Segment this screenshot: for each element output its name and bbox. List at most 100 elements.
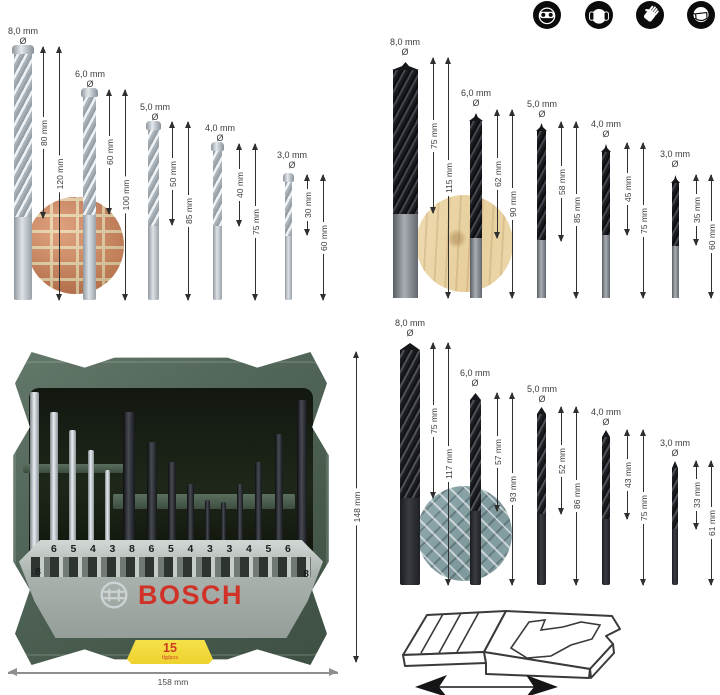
metal-5mm-total-dimension: 86 mm [572,406,582,586]
case-bit [168,462,176,564]
case-bit [221,502,226,564]
metal-8mm-total-dimension: 117 mm [444,342,454,586]
case-bit [237,484,243,564]
slot-number: 6 [51,543,57,555]
case-bit [255,462,262,564]
ear-protection-icon [585,1,613,29]
wood-5mm-flute-dimension: 58 mm [557,121,567,242]
wood-drill-bit-5mm [536,123,547,298]
case-bit [123,412,135,564]
diameter-symbol: Ø [19,36,27,46]
case-bit [69,430,76,564]
masonry-drill-bit-5mm [146,121,161,300]
slot-number: 6 [148,543,155,555]
bosch-wordmark: BOSCH [137,580,243,610]
diameter-symbol: Ø [671,159,679,169]
diameter-symbol: Ø [288,160,296,170]
metal-drill-bit-6mm [470,393,481,585]
masonry-3mm-total-dimension: 60 mm [319,174,329,301]
diameter-symbol: Ø [671,448,679,458]
diameter-symbol: Ø [602,417,610,427]
case-bit [205,500,210,564]
diameter-symbol: Ø [472,98,480,108]
metal-4mm-flute-dimension: 43 mm [623,429,633,520]
wood-drill-bit-6mm [469,113,483,298]
brand-row: BOSCH [19,580,323,610]
masonry-5mm-flute-dimension: 50 mm [168,121,178,226]
slot-number-row: 6 5 4 3 8 6 5 4 3 3 4 5 6 [51,543,291,555]
metal-material-inset [417,486,512,581]
respiratory-protection-icon [687,1,715,29]
metal-6mm-total-dimension: 93 mm [508,392,518,586]
diameter-symbol: Ø [602,129,610,139]
diameter-symbol: Ø [538,109,546,119]
metal-3mm-total-dimension: 61 mm [707,460,717,586]
metal-6mm-flute-dimension: 57 mm [493,392,503,512]
wood-8mm-flute-dimension: 75 mm [429,57,439,214]
slot-number: 5 [168,543,174,555]
slot-number: 4 [246,543,252,555]
slot-number: 4 [90,543,96,555]
wood-6mm-flute-dimension: 62 mm [493,109,503,239]
metal-8mm-flute-dimension: 75 mm [429,342,439,499]
case-width-dimension: 158 mm [8,668,338,687]
wood-drill-bit-3mm [671,175,680,298]
case-bit [297,400,307,564]
diameter-symbol: Ø [86,79,94,89]
bosch-case-photo: 6 5 4 3 8 6 5 4 3 3 4 5 6 8 8 BOSCH [13,352,329,665]
slot-number: 3 [109,543,116,555]
metal-drill-bit-8mm [400,343,420,585]
slot-number: 3 [226,543,233,555]
masonry-8mm-flute-dimension: 80 mm [39,46,49,219]
case-bit-holder: 6 5 4 3 8 6 5 4 3 3 4 5 6 8 8 BOSCH [19,540,323,638]
metal-4mm-total-dimension: 75 mm [639,429,649,586]
hand-protection-icon [636,1,664,29]
slot-number-right: 8 [303,568,309,580]
metal-drill-bit-5mm [537,407,546,585]
masonry-drill-bit-8mm [12,45,34,300]
slot-number: 8 [129,543,135,555]
case-bit [147,442,157,564]
piece-count: 15 [163,641,177,655]
case-bit [30,392,39,564]
wood-drill-bit-8mm [392,62,419,298]
masonry-4mm-flute-dimension: 40 mm [235,143,245,227]
masonry-5mm-total-dimension: 85 mm [184,121,194,301]
bit-slot-strip [31,557,311,577]
masonry-drill-bit-6mm [81,88,98,300]
metal-5mm-flute-dimension: 52 mm [557,406,567,515]
wood-3mm-flute-dimension: 35 mm [692,174,702,246]
slot-number: 6 [285,543,291,555]
wood-4mm-total-dimension: 75 mm [639,142,649,299]
case-bit [105,470,110,564]
piece-count-tag: 15 tlg/pcs [127,640,213,664]
case-bit [50,412,58,564]
masonry-8mm-total-dimension: 120 mm [55,46,65,301]
bosch-logo-icon [100,581,128,609]
slot-number: 4 [187,543,194,555]
diameter-symbol: Ø [216,133,224,143]
case-bit [187,484,194,564]
eye-protection-icon [533,1,561,29]
wood-drill-bit-4mm [601,144,611,298]
slot-number: 5 [70,543,77,555]
masonry-drill-bit-3mm [283,173,294,300]
case-shelf-rail [23,464,135,473]
masonry-6mm-flute-dimension: 60 mm [105,89,115,215]
diameter-symbol: Ø [151,112,159,122]
wood-4mm-flute-dimension: 45 mm [623,142,633,236]
